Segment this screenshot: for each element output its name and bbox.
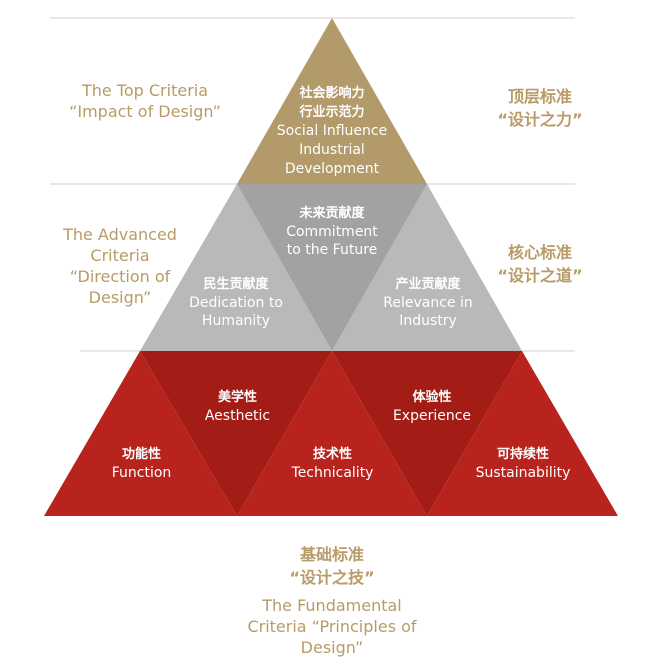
top-criteria-line1: The Top Criteria	[81, 81, 209, 100]
tier-middle-right-triangle	[332, 184, 522, 351]
cell-social-influence-en1: Social Influence	[276, 123, 388, 139]
cell-function-en: Function	[111, 465, 172, 481]
cell-commitment-future: 未来贡献度 Commitment to the Future	[262, 205, 402, 259]
cell-relevance-industry: 产业贡献度 Relevance in Industry	[358, 276, 498, 330]
cell-sustainability: 可持续性 Sustainability	[458, 446, 588, 482]
fundamental-criteria-line2: Criteria “Principles of	[247, 617, 417, 636]
fundamental-criteria-line1: The Fundamental	[262, 596, 402, 615]
tier-bottom-inv-right-triangle	[332, 351, 522, 516]
cell-aesthetic-en: Aesthetic	[204, 408, 271, 424]
cell-function-cn: 功能性	[121, 447, 161, 462]
cell-dedication-humanity-en1: Dedication to	[189, 295, 283, 311]
cell-aesthetic: 美学性 Aesthetic	[180, 389, 295, 425]
cell-experience-en: Experience	[392, 408, 472, 424]
cell-technicality-cn: 技术性	[312, 447, 352, 462]
cell-technicality-en: Technicality	[291, 465, 374, 481]
advanced-criteria-line3: “Direction of	[69, 267, 171, 286]
cell-social-influence-cn2: 行业示范力	[299, 105, 365, 120]
cell-experience: 体验性 Experience	[372, 389, 492, 425]
cell-relevance-industry-cn: 产业贡献度	[395, 277, 461, 292]
fundamental-criteria-cn-label: 基础标准 “设计之技”	[232, 543, 432, 589]
tier-bottom-center-triangle	[237, 351, 427, 516]
cell-experience-cn: 体验性	[412, 390, 452, 405]
advanced-criteria-line1: The Advanced	[63, 225, 177, 244]
cell-social-influence-cn1: 社会影响力	[299, 86, 365, 101]
cell-dedication-humanity: 民生贡献度 Dedication to Humanity	[166, 276, 306, 330]
cell-social-influence-en3: Development	[284, 161, 380, 177]
top-criteria-cn-label: 顶层标准 “设计之力”	[470, 85, 610, 131]
cell-sustainability-cn: 可持续性	[496, 447, 549, 462]
advanced-criteria-line4: Design”	[88, 288, 152, 307]
cell-commitment-future-en2: to the Future	[286, 242, 378, 258]
tier-middle-left-triangle	[140, 184, 332, 351]
cell-relevance-industry-en2: Industry	[399, 313, 457, 329]
cell-sustainability-en: Sustainability	[475, 465, 571, 481]
cell-commitment-future-cn: 未来贡献度	[299, 206, 365, 221]
tier-bottom-left-triangle	[44, 351, 237, 516]
advanced-criteria-cn-label: 核心标准 “设计之道”	[470, 241, 610, 287]
advanced-criteria-line2: Criteria	[90, 246, 150, 265]
advanced-criteria-label: The Advanced Criteria “Direction of Desi…	[40, 224, 200, 308]
cell-social-influence-en2: Industrial	[299, 142, 365, 158]
cell-commitment-future-en1: Commitment	[286, 224, 378, 240]
top-criteria-line2: “Impact of Design”	[69, 102, 221, 121]
top-criteria-label: The Top Criteria “Impact of Design”	[40, 80, 250, 122]
top-criteria-cn-line1: 顶层标准	[507, 87, 572, 106]
cell-dedication-humanity-en2: Humanity	[201, 313, 271, 329]
cell-technicality: 技术性 Technicality	[270, 446, 395, 482]
tier-middle-center-triangle	[237, 184, 427, 351]
cell-aesthetic-cn: 美学性	[217, 390, 257, 405]
advanced-criteria-cn-line1: 核心标准	[507, 243, 572, 262]
cell-relevance-industry-en1: Relevance in	[383, 295, 473, 311]
cell-function: 功能性 Function	[84, 446, 199, 482]
cell-dedication-humanity-cn: 民生贡献度	[203, 277, 269, 292]
fundamental-criteria-label: The Fundamental Criteria “Principles of …	[212, 595, 452, 658]
fundamental-criteria-cn-line1: 基础标准	[299, 545, 364, 564]
top-criteria-cn-line2: “设计之力”	[497, 110, 583, 129]
tier-bottom-inv-left-triangle	[140, 351, 332, 516]
advanced-criteria-cn-line2: “设计之道”	[497, 266, 583, 285]
fundamental-criteria-line3: Design”	[300, 638, 364, 657]
tier-bottom-right-triangle	[427, 351, 618, 516]
fundamental-criteria-cn-line2: “设计之技”	[289, 568, 375, 587]
tier-top-triangle	[237, 18, 427, 184]
cell-social-influence: 社会影响力 行业示范力 Social Influence Industrial …	[262, 84, 402, 179]
